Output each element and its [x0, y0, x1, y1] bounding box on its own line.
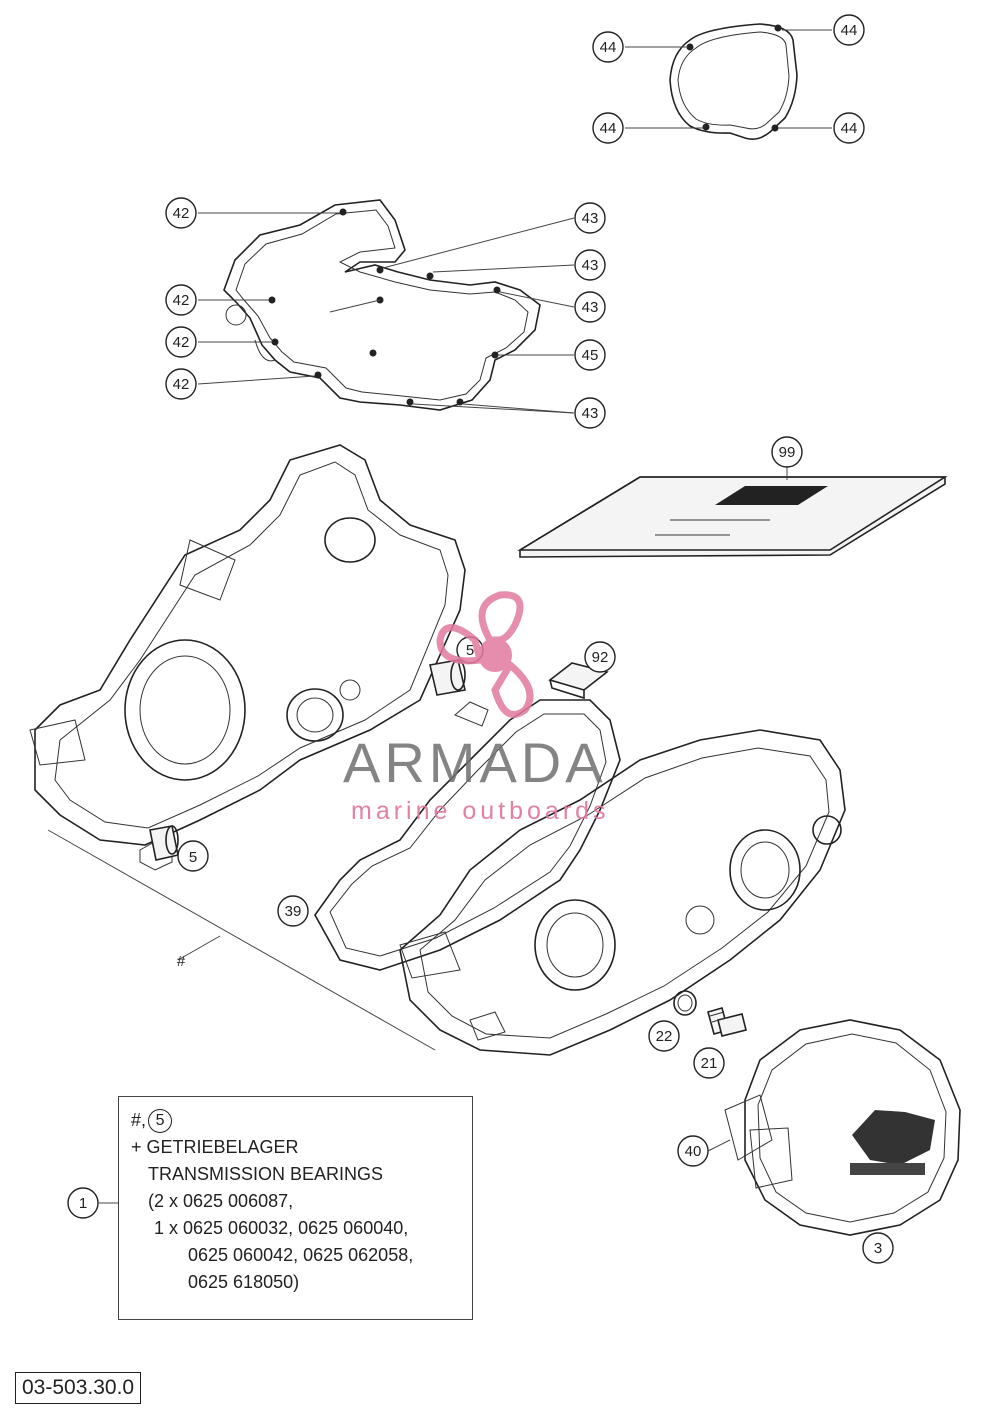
callout-43-a: 43 [574, 202, 606, 234]
callout-21: 21 [693, 1047, 725, 1079]
drain-screw-21 [707, 1007, 747, 1037]
legend-row-7: 0625 618050) [188, 1272, 300, 1292]
svg-text:44: 44 [841, 22, 858, 39]
svg-text:39: 39 [285, 903, 302, 920]
callout-42-a: 42 [165, 197, 197, 229]
bearing-5-upper [429, 659, 466, 696]
document-code: 03-503.30.0 [15, 1372, 142, 1404]
svg-text:40: 40 [685, 1143, 702, 1160]
svg-text:5: 5 [466, 642, 474, 659]
svg-text:43: 43 [582, 405, 599, 422]
callout-44-top-right: 44 [833, 14, 865, 46]
svg-text:43: 43 [582, 299, 599, 316]
svg-text:44: 44 [600, 120, 617, 137]
watermark-title: ARMADA [343, 731, 607, 794]
callout-99: 99 [771, 436, 803, 468]
crankcase-gasket-set [197, 199, 575, 414]
legend-row-5: 1 x 0625 060032, 0625 060040, [154, 1218, 409, 1238]
legend-box: #,5 + GETRIEBELAGER TRANSMISSION BEARING… [118, 1096, 473, 1320]
cover-gasket-44 [625, 23, 832, 140]
callout-42-d: 42 [165, 368, 197, 400]
svg-text:99: 99 [779, 444, 796, 461]
svg-text:21: 21 [701, 1055, 718, 1072]
legend-row-3: TRANSMISSION BEARINGS [148, 1164, 384, 1184]
gasket-booklet-99 [517, 466, 948, 558]
hash-mark: # [177, 953, 186, 970]
svg-text:5: 5 [189, 849, 197, 866]
svg-text:22: 22 [656, 1028, 673, 1045]
crankcase-gasket-39 [314, 699, 621, 971]
svg-text:3: 3 [874, 1240, 882, 1257]
callout-1: 1 [67, 1187, 99, 1219]
callout-43-b: 43 [574, 249, 606, 281]
callout-44-top-left: 44 [592, 31, 624, 63]
bearing-5-lower [149, 825, 179, 861]
watermark-subtitle: marine outboards [351, 797, 610, 825]
callouts: 44 44 44 44 42 42 42 42 43 43 43 45 43 9… [67, 14, 894, 1264]
svg-text:42: 42 [173, 334, 190, 351]
callout-22: 22 [648, 1020, 680, 1052]
callout-43-d: 43 [574, 397, 606, 429]
svg-text:1: 1 [79, 1195, 87, 1212]
callout-92: 92 [584, 641, 616, 673]
left-crankcase [29, 444, 466, 1051]
svg-text:42: 42 [173, 205, 190, 222]
svg-text:44: 44 [600, 39, 617, 56]
legend-row-1: #,5 [131, 1107, 472, 1134]
legend-row-2: + GETRIEBELAGER [131, 1137, 299, 1157]
callout-42-c: 42 [165, 326, 197, 358]
callout-39: 39 [277, 895, 309, 927]
armada-logo-icon [436, 591, 534, 718]
callout-5-lower: 5 [177, 840, 209, 872]
callout-40: 40 [677, 1135, 709, 1167]
svg-text:45: 45 [582, 347, 599, 364]
callout-42-b: 42 [165, 284, 197, 316]
svg-text:43: 43 [582, 210, 599, 227]
seal-ring-22 [673, 990, 697, 1016]
svg-text:42: 42 [173, 292, 190, 309]
ignition-cover-3 [724, 1019, 961, 1236]
callout-43-c: 43 [574, 291, 606, 323]
legend-row-6: 0625 060042, 0625 062058, [188, 1245, 414, 1265]
svg-text:42: 42 [173, 376, 190, 393]
callout-44-bottom-right: 44 [833, 112, 865, 144]
callout-45: 45 [574, 339, 606, 371]
legend-row-4: (2 x 0625 006087, [148, 1191, 294, 1211]
callout-44-bottom-left: 44 [592, 112, 624, 144]
svg-text:92: 92 [592, 649, 609, 666]
legend-prefix: #, [131, 1110, 147, 1130]
svg-text:44: 44 [841, 120, 858, 137]
svg-text:43: 43 [582, 257, 599, 274]
right-crankcase [399, 729, 846, 1056]
callout-3: 3 [862, 1232, 894, 1264]
legend-circle-5: 5 [148, 1109, 173, 1134]
